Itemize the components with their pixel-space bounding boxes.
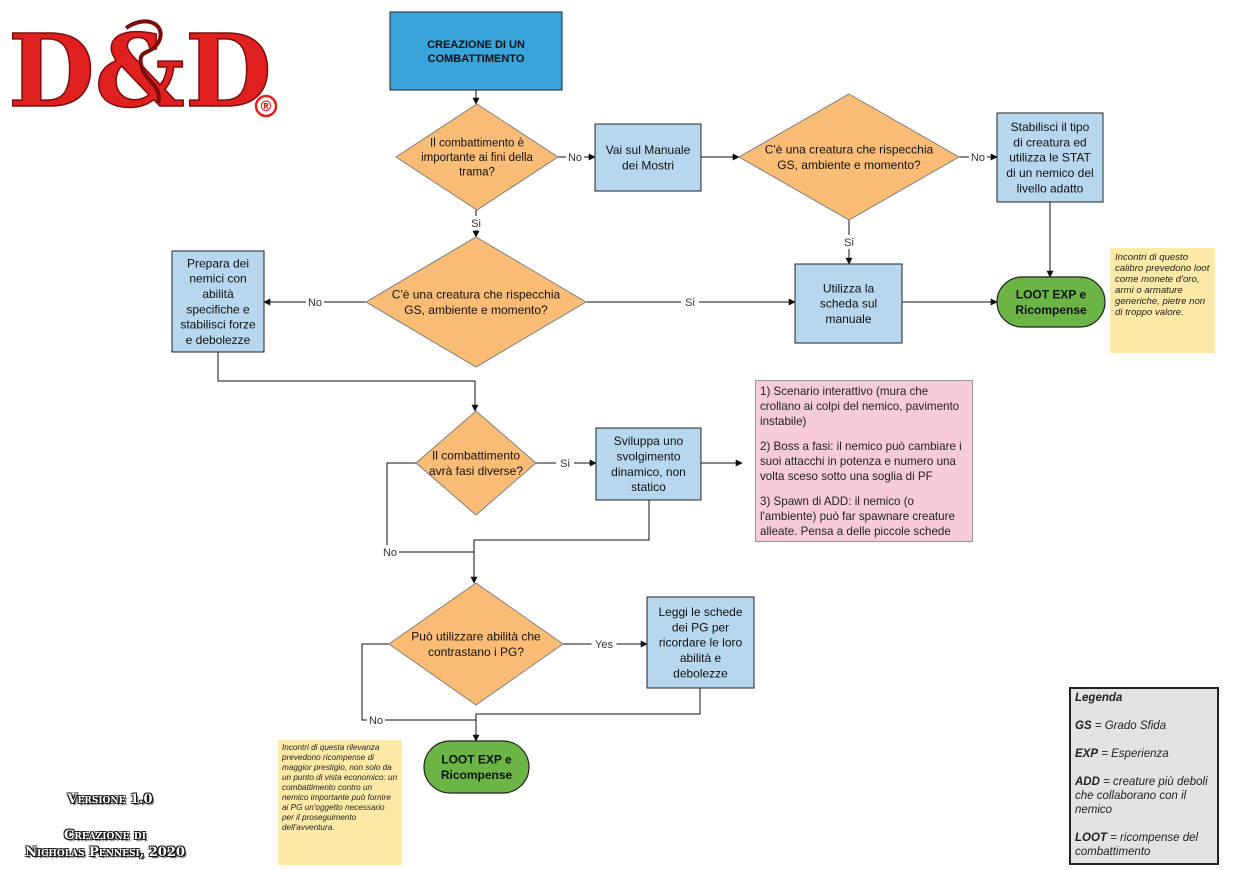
dragon-ampersand-icon — [124, 19, 163, 104]
edge-label-creatura1-no: No — [971, 152, 985, 164]
process-shape — [595, 427, 702, 501]
version-label: Versione 1.0 — [67, 792, 153, 807]
edge-label-bg — [306, 295, 324, 309]
edge-label-trama-si: Si — [471, 218, 481, 230]
edge-label-creatura2-si: Si — [685, 297, 695, 309]
legend-definition: = ricompense del combattimento — [1075, 832, 1199, 858]
decision-shape — [415, 410, 537, 516]
legend-term: LOOT — [1075, 832, 1107, 844]
decision-shape — [737, 93, 961, 221]
edge-label-bg — [840, 235, 858, 249]
decision-shape — [388, 582, 564, 706]
terminal-shape — [423, 740, 530, 794]
note-loot-major: Incontri di questa rilevanza prevedono r… — [278, 740, 402, 865]
legend-term: EXP — [1075, 748, 1099, 760]
edge-prepara-to-fasi — [217, 352, 479, 412]
edge-label-creatura2-no: No — [308, 297, 322, 309]
edge-label-bg — [566, 150, 584, 164]
edge-label-bg — [381, 545, 399, 559]
decision-shape — [395, 103, 559, 211]
legend-definition: = creature più deboli che collaborano co… — [1075, 776, 1208, 816]
dnd-logo: D&D ® — [8, 11, 278, 120]
phases-box: 1) Scenario interattivo (mura che crolla… — [755, 380, 973, 542]
edge-label-trama-no: No — [568, 152, 582, 164]
terminal-shape — [996, 276, 1106, 328]
author-line-1: Creazione di — [64, 828, 146, 843]
phase-item: 2) Boss a fasi: il nemico può cambiare i… — [760, 440, 962, 483]
legend-title: Legenda — [1075, 692, 1123, 704]
legend-term: ADD — [1075, 776, 1100, 788]
edge-label-bg — [367, 713, 385, 727]
edge-label-bg — [969, 150, 987, 164]
note-loot-minor: Incontri di questo calibro prevedono loo… — [1110, 248, 1215, 353]
process-shape — [171, 250, 265, 353]
registered-icon — [254, 94, 278, 118]
edge-fasi-no — [386, 462, 474, 553]
phase-item: 1) Scenario interattivo (mura che crolla… — [760, 385, 960, 428]
process-shape — [794, 263, 903, 344]
registered-mark: ® — [259, 99, 273, 115]
edge-label-abilita-no: No — [369, 715, 383, 727]
author-line-2: Nicholas Pennesi, 2020 — [25, 845, 185, 860]
edge-label-creatura1-si: Si — [844, 237, 854, 249]
legend: Legenda GS = Grado Sfida EXP = Esperienz… — [1069, 687, 1219, 865]
process-shape — [389, 11, 563, 91]
legend-term: GS — [1075, 720, 1092, 732]
process-shape — [996, 112, 1104, 203]
legend-definition: = Grado Sfida — [1091, 720, 1167, 732]
edge-label-bg — [591, 637, 617, 651]
edge-sviluppa-to-merge — [470, 500, 650, 584]
edge-leggi-to-loot2 — [472, 688, 701, 742]
edge-abilita-no — [361, 643, 476, 721]
process-shape — [594, 123, 702, 192]
legend-entry: ADD = creature più deboli che collaboran… — [1075, 775, 1213, 817]
legend-entry: EXP = Esperienza — [1075, 747, 1213, 761]
legend-entry: GS = Grado Sfida — [1075, 719, 1213, 733]
process-shape — [646, 596, 755, 689]
phase-item: 3) Spawn di ADD: il nemico (o l'ambiente… — [760, 495, 955, 538]
legend-entry: LOOT = ricompense del combattimento — [1075, 831, 1213, 859]
decision-shape — [365, 236, 587, 368]
edge-label-abilita-yes: Yes — [595, 639, 613, 651]
edge-label-bg — [556, 456, 574, 470]
author-credit: Creazione di Nicholas Pennesi, 2020 — [0, 827, 210, 861]
legend-definition: = Esperienza — [1098, 748, 1169, 760]
flowchart-edges — [217, 90, 1054, 742]
edge-label-fasi-no: No — [383, 547, 397, 559]
edge-label-bg — [467, 216, 485, 230]
edge-label-bg — [681, 295, 699, 309]
edge-label-fasi-si: Si — [560, 458, 570, 470]
